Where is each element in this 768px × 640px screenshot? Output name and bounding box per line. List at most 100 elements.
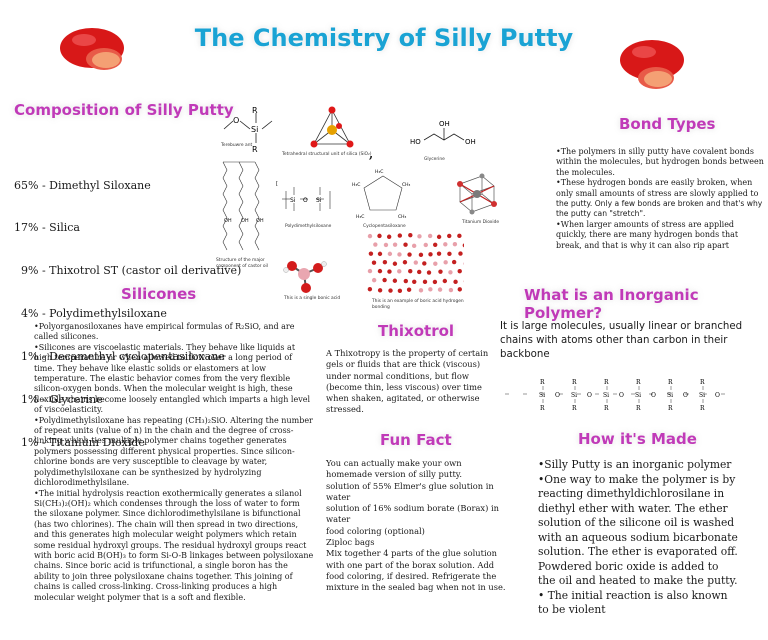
network-atom (428, 287, 433, 292)
h3c-label: H₃C (352, 182, 360, 188)
r-label: R (252, 145, 258, 154)
chain-r-label: R (668, 405, 673, 412)
chain-r-label: R (636, 405, 641, 412)
network-atom (443, 260, 448, 265)
network-atom (377, 268, 383, 274)
silicones-text: •Polyorganosiloxanes have empirical form… (34, 322, 314, 603)
network-atom (452, 241, 458, 247)
chain-r-label: R (604, 379, 609, 386)
fun-fact-heading: Fun Fact (380, 431, 452, 449)
network-atom (377, 233, 382, 239)
how-made-item: •One way to make the polymer is by react… (538, 472, 738, 588)
how-made-item: • The initial reaction is also known to … (538, 588, 728, 617)
how-made-heading: How it's Made (578, 430, 697, 448)
chain-o-label: O (715, 392, 720, 399)
network-atom (417, 234, 422, 239)
network-atom (403, 242, 408, 247)
composition-item: 65% - Dimethyl Siloxane (14, 178, 151, 192)
composition-list: 65% - Dimethyl Siloxane 17% - Silica 9% … (14, 150, 241, 465)
network-atom (448, 287, 454, 293)
network-atom (397, 252, 402, 257)
silly-putty-egg-right (620, 40, 684, 89)
network-atom (438, 269, 443, 274)
network-atom (407, 252, 412, 257)
chain-si-label: Si (539, 392, 545, 399)
network-atom (426, 270, 432, 275)
network-atom (388, 288, 393, 293)
bond-types-paragraph: •When larger amounts of stress are appli… (556, 219, 739, 250)
network-atom (413, 260, 418, 265)
oh-label: OH (241, 218, 249, 224)
network-atom (406, 287, 412, 292)
network-atom (367, 233, 373, 239)
chain-o-label: O (651, 392, 656, 399)
network-atom (377, 288, 383, 293)
network-atom (367, 268, 373, 274)
network-atom (387, 251, 393, 257)
network-atom (371, 260, 377, 265)
network-atom (447, 233, 452, 239)
cyclopentasiloxane-structure: H₃C CH₃ H₃C CH₃ H₃C (352, 169, 411, 220)
r-label: R (252, 106, 258, 115)
oh-label: OH (439, 120, 450, 128)
bond-caption: This is a single bonic acid (284, 296, 341, 301)
network-atom (373, 242, 378, 247)
bond-types-text-a: •These hydrogen bonds are easily broken,… (556, 178, 759, 198)
composition-item: 4% - Polydimethylsiloxane (14, 307, 167, 321)
network-atom (387, 269, 392, 274)
silicones-paragraph: •Polydimethylsiloxane has repeating (CH₃… (34, 415, 313, 488)
boric-acid-network (367, 232, 464, 293)
o-label: O (303, 197, 308, 204)
bond-types-text-b: the putty. Only a few bonds are broken a… (556, 199, 763, 219)
fun-fact-line: Mix together 4 parts of the glue solutio… (326, 548, 506, 593)
network-atom (463, 262, 464, 266)
network-atom (422, 261, 427, 266)
network-atom (382, 259, 388, 265)
silly-putty-egg-left (60, 28, 124, 70)
siloxane-caption: Terebuwre ant (221, 143, 253, 148)
network-atom (412, 279, 417, 284)
polydimethylsiloxane-structure: [ Si O Si (276, 181, 331, 211)
thixotrol-text: A Thixotropy is the property of certain … (326, 348, 489, 415)
chain-r-label: R (700, 379, 705, 386)
network-atom (386, 234, 392, 239)
network-atom (371, 277, 377, 283)
chain-o-label: O (683, 392, 688, 399)
svg-text:[: [ (276, 181, 278, 187)
network-atom (451, 259, 457, 265)
network-atom (417, 269, 422, 275)
page-title: The Chemistry of Silly Putty (194, 24, 574, 52)
network-atom (392, 242, 398, 247)
network-atom (453, 279, 458, 285)
network-atom (403, 278, 409, 284)
glycerine-caption: Glycerine (424, 157, 445, 162)
network-atom (397, 269, 402, 274)
network-atom (462, 243, 464, 248)
h3c-label: H₃C (375, 169, 383, 175)
castor-caption: Structure of the major component of cast… (216, 258, 268, 269)
chain-r-label: R (604, 405, 609, 412)
si-label: Si (251, 125, 258, 134)
composition-heading: Composition of Silly Putty (14, 101, 234, 119)
network-atom (436, 251, 442, 256)
chain-r-label: R (668, 379, 673, 386)
network-atom (458, 251, 463, 256)
bond-types-text: •The polymers in silly putty have covale… (556, 147, 766, 251)
bond-types-paragraph: •These hydrogen bonds are easily broken,… (556, 178, 766, 220)
boric-acid-molecule (283, 261, 327, 293)
chain-o-label: O (587, 392, 592, 399)
oh-label: OH (465, 138, 476, 146)
titanium-dioxide-crystal (457, 173, 497, 215)
chain-r-label: R (700, 405, 705, 412)
how-made-item: •Silly Putty is an inorganic polymer (538, 458, 732, 471)
h3c-label: H₃C (356, 214, 364, 220)
chain-r-label: R (572, 379, 577, 386)
composition-item: 9% - Thixotrol ST (castor oil derivative… (14, 264, 242, 278)
pdms-caption: Polydimethylsiloxane (285, 224, 332, 229)
network-atom (383, 242, 389, 248)
glycerine-structure: HO OH OH (410, 120, 476, 146)
chain-r-label: R (636, 379, 641, 386)
composition-item: 1% - Glycerine (14, 393, 103, 407)
oh-label: OH (256, 218, 264, 224)
